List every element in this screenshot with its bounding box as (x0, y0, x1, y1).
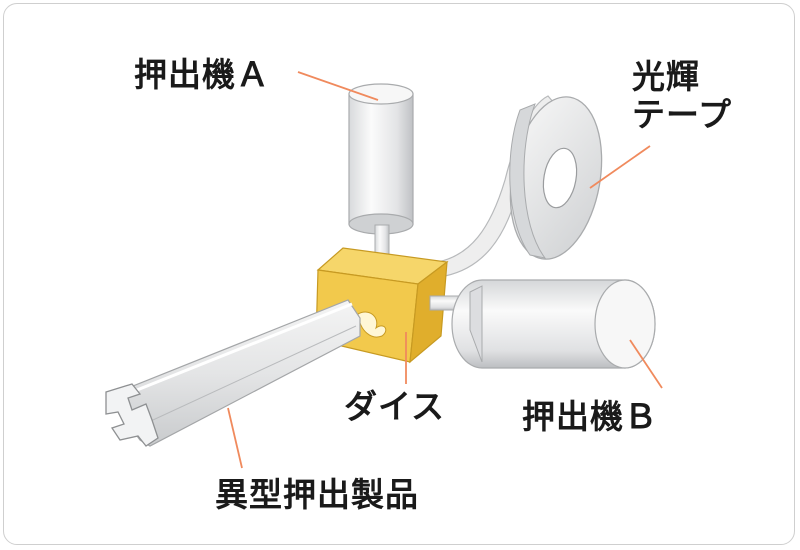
extruder-a (348, 83, 414, 268)
extruder-b (429, 279, 656, 369)
extruded-product (105, 299, 361, 447)
leader-extruder-a (297, 71, 379, 101)
leader-product (227, 407, 243, 469)
label-glossy-tape: 光輝 テープ (632, 58, 732, 134)
label-glossy-tape-line2: テープ (632, 94, 733, 134)
label-die: ダイス (344, 387, 446, 426)
leader-tape (589, 145, 651, 189)
label-extruder-b: 押出機Ｂ (522, 397, 658, 436)
label-product: 異型押出製品 (215, 475, 419, 514)
leader-extruder-b (629, 339, 663, 389)
label-glossy-tape-line1: 光輝 (632, 57, 700, 96)
die-block (315, 247, 449, 364)
tape-roll (509, 96, 603, 260)
label-extruder-a: 押出機Ａ (134, 55, 270, 94)
